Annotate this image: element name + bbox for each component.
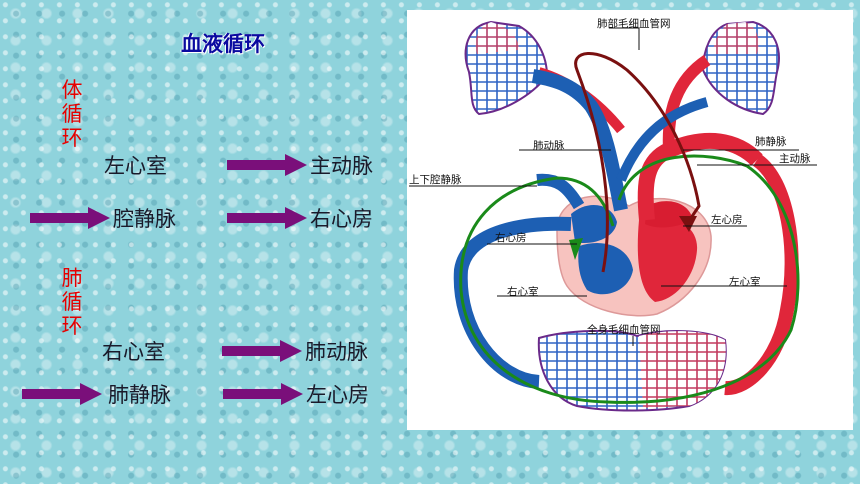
circulation-diagram: 肺部毛细血管网 肺动脉 肺静脉 主动脉 上下腔静脉 左心房 右心房 左心室 右心… [407, 10, 853, 430]
label-left-ventricle: 左心室 [729, 276, 761, 288]
pulmonary-artery-vessel [531, 69, 628, 212]
pulmonary-step-right-ventricle: 右心室 [102, 340, 165, 364]
flow-arrow-icon [222, 339, 302, 363]
pulmonary-step-pulmonary-artery: 肺动脉 [305, 340, 368, 364]
label-body-capillaries: 全身毛细血管网 [587, 324, 661, 336]
label-aorta: 主动脉 [779, 153, 811, 165]
label-pulmonary-artery: 肺动脉 [533, 140, 565, 152]
right-atrium [571, 204, 617, 244]
circulation-diagram-graphic [409, 20, 817, 412]
pulmonary-step-left-atrium: 左心房 [306, 383, 369, 407]
flow-arrow-icon [22, 382, 102, 406]
label-lung-capillaries: 肺部毛细血管网 [597, 18, 671, 30]
pulmonary-loop-arrowhead [679, 216, 697, 232]
pulmonary-step-pulmonary-vein: 肺静脉 [108, 383, 171, 407]
label-vena-cava: 上下腔静脉 [409, 174, 462, 186]
systemic-loop-path [459, 154, 800, 404]
descending-aorta-vessel [724, 154, 799, 396]
flow-arrow-icon [227, 206, 307, 230]
left-atrium [645, 201, 693, 228]
label-left-atrium: 左心房 [711, 214, 743, 226]
systemic-step-right-atrium: 右心房 [310, 207, 373, 231]
label-right-atrium: 右心房 [495, 232, 527, 244]
systemic-step-left-ventricle: 左心室 [104, 154, 167, 178]
systemic-step-vena-cava: 腔静脉 [113, 207, 176, 231]
slide-title: 血液循环 [181, 32, 265, 56]
systemic-step-aorta: 主动脉 [310, 154, 373, 178]
pulmonary-loop-path [574, 52, 701, 273]
flow-arrow-icon [30, 206, 110, 230]
label-pulmonary-vein: 肺静脉 [755, 136, 787, 148]
flow-arrow-icon [227, 153, 307, 177]
label-right-ventricle: 右心室 [507, 286, 539, 298]
left-ventricle [637, 216, 698, 302]
systemic-circulation-label: 体循环 [61, 78, 83, 150]
pulmonary-circulation-label: 肺循环 [61, 266, 83, 338]
flow-arrow-icon [223, 382, 303, 406]
right-ventricle [578, 243, 633, 295]
